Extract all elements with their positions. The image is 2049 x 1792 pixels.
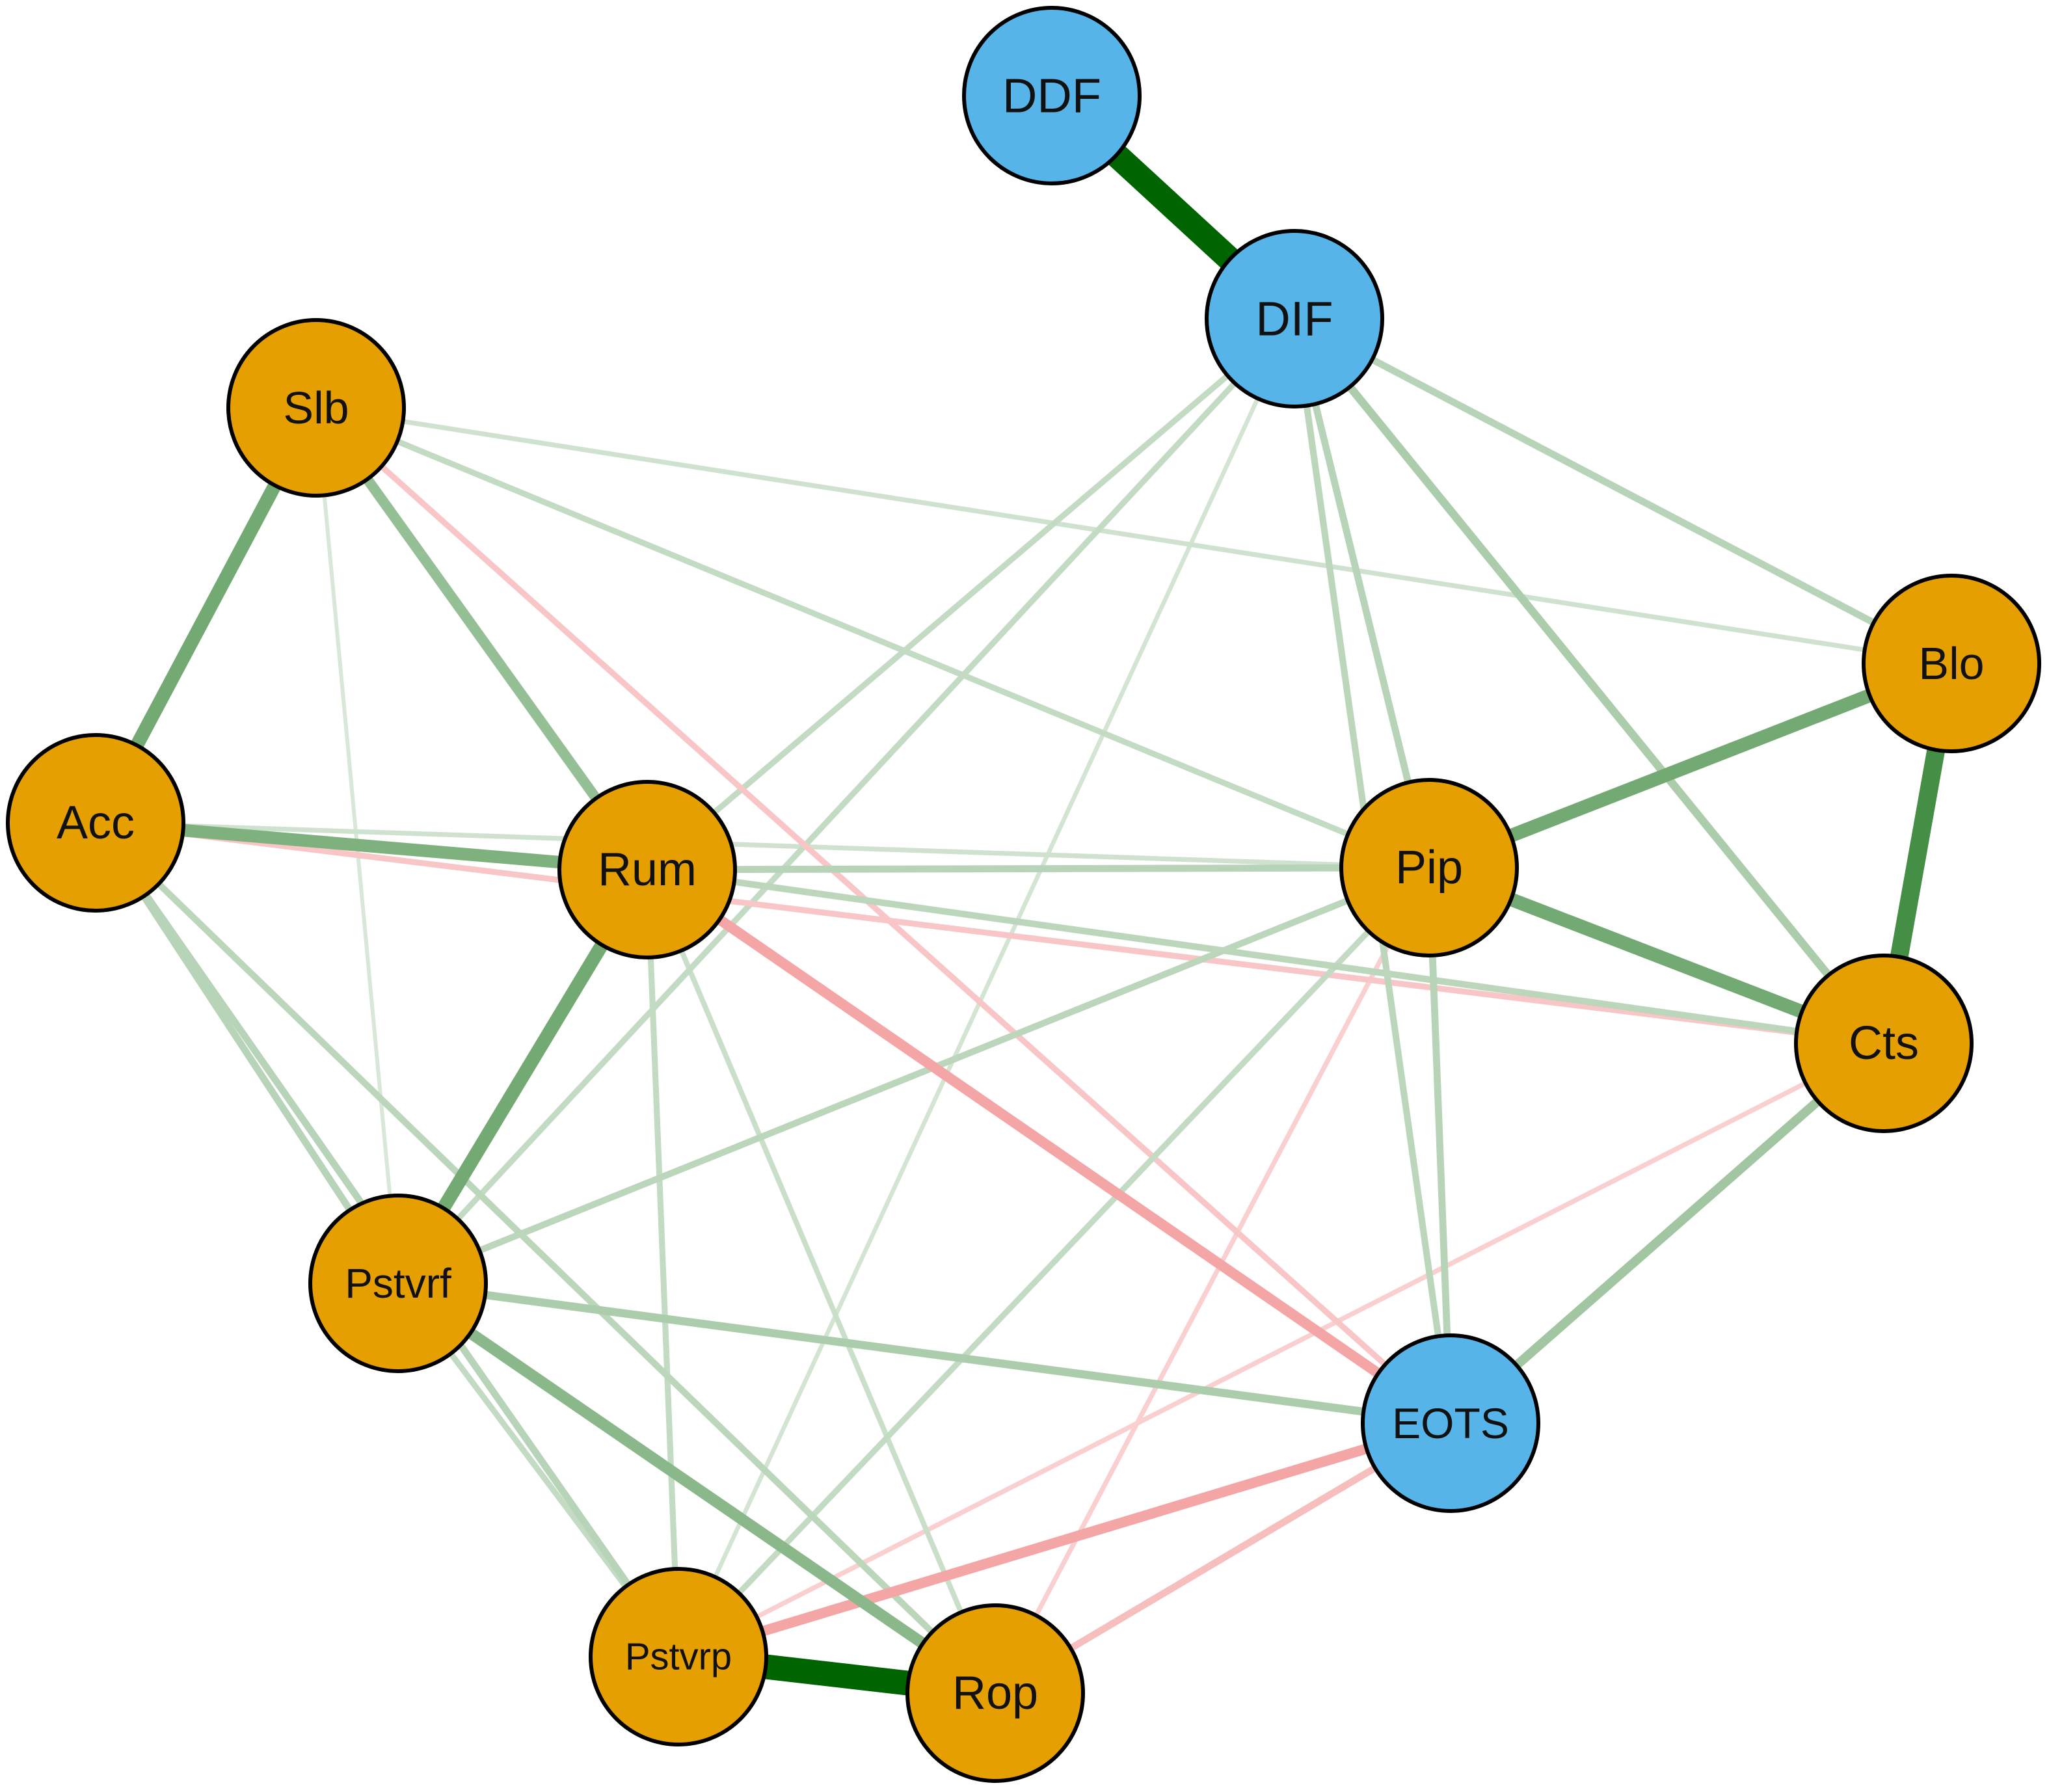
edge-rum-cts [647,866,1884,1047]
node-circle [308,1194,488,1373]
node-label: Rop [952,1667,1038,1719]
edge-dif-pip [1291,317,1433,869]
node-label: Blo [1918,638,1984,689]
edge-pip-blo [1426,657,1954,874]
node-circle [589,1567,768,1746]
node-circle [6,733,185,913]
node-label: DIF [1255,292,1333,346]
node-blo[interactable]: Blo [1862,574,2041,753]
edge-dif-blo [1292,315,1953,667]
node-label: DDF [1002,69,1101,123]
edge-eots-pstvrp [676,1418,1453,1662]
edge-rum-pstvrp [644,869,682,1657]
edge-pip-eots [1425,867,1454,1424]
edge-cts-eots [1447,1039,1887,1427]
node-slb[interactable]: Slb [226,318,406,498]
edge-pip-pstvrp [676,865,1432,1659]
node-circle [1339,778,1519,957]
node-rop[interactable]: Rop [905,1603,1085,1783]
node-eots[interactable]: EOTS [1361,1333,1540,1513]
node-circle [1862,574,2041,753]
edge-dif-pstvrf [395,316,1297,1286]
node-circle [1205,229,1384,408]
node-label: Pstvrp [625,1636,732,1678]
edge-acc-rop [93,820,998,1696]
node-label: Rum [598,844,697,896]
edge-slb-rum [312,405,652,873]
edge-pip-rop [993,866,1432,1694]
edge-slb-eots [314,405,1453,1426]
edge-dif-cts [1291,316,1887,1046]
edge-slb-blo [315,405,1952,666]
node-label: EOTS [1392,1399,1509,1447]
node-ddf[interactable]: DDF [962,6,1142,185]
edge-pstvrf-eots [397,1279,1451,1428]
node-cts[interactable]: Cts [1794,954,1974,1133]
edge-rum-rop [645,868,998,1694]
node-label: Acc [57,797,135,849]
edge-acc-cts [95,820,1884,1047]
node-circle [226,318,406,498]
node-label: Pip [1395,842,1463,894]
node-acc[interactable]: Acc [6,733,185,913]
edge-slb-pip [315,405,1430,871]
node-label: Slb [283,382,349,433]
node-label: Cts [1849,1017,1919,1069]
node-circle [962,6,1142,185]
edge-acc-pip [95,820,1430,870]
node-circle [557,780,737,959]
node-circle [1361,1333,1540,1513]
node-pstvrf[interactable]: Pstvrf [308,1194,488,1373]
edge-rum-eots [644,865,1454,1428]
node-circle [905,1603,1085,1783]
node-dif[interactable]: DIF [1205,229,1384,408]
edge-dif-rum [645,316,1296,872]
node-pstvrp[interactable]: Pstvrp [589,1567,768,1746]
edge-rum-pip [647,864,1430,874]
edge-pip-pstvrf [397,864,1430,1287]
edge-dif-pstvrp [676,317,1297,1658]
edge-pstvrf-rop [395,1278,998,1698]
edge-acc-rum [95,816,648,876]
node-rum[interactable]: Rum [557,780,737,959]
node-circle [1794,954,1974,1133]
node-label: Pstvrf [345,1260,451,1307]
edge-cts-pstvrp [677,1041,1885,1659]
node-pip[interactable]: Pip [1339,778,1519,957]
